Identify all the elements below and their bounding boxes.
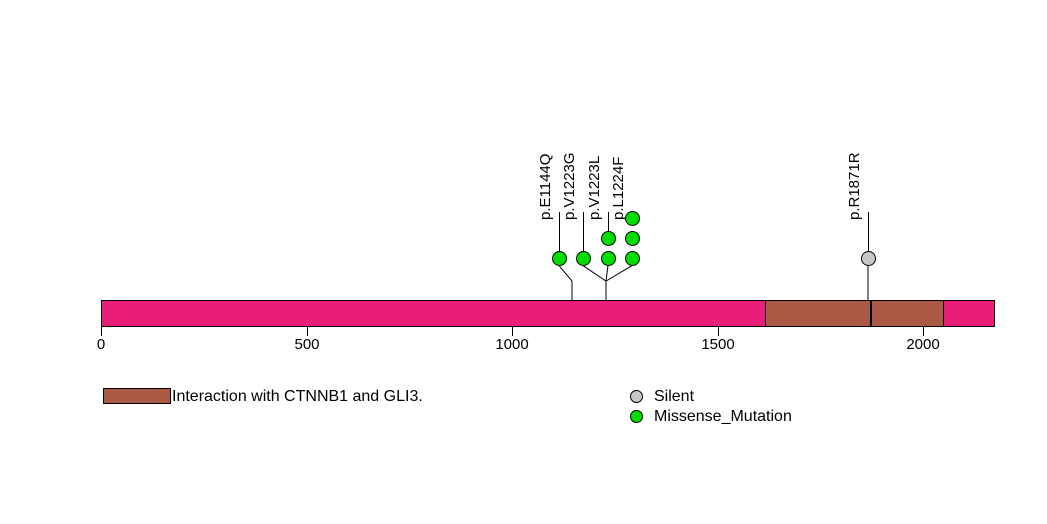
mutation-label: p.E1144Q (537, 153, 554, 220)
mutation-label: p.V1223G (561, 152, 578, 220)
mutation-marker[interactable] (624, 230, 640, 246)
mutation-marker[interactable] (575, 250, 591, 266)
lollipop-stem (608, 212, 609, 238)
legend-silent-label: Silent (654, 388, 695, 405)
axis-tick-label: 0 (96, 336, 106, 353)
mutation-marker[interactable] (600, 250, 616, 266)
lollipop-stem (583, 212, 584, 258)
legend-domain-label: Interaction with CTNNB1 and GLI3. (172, 388, 423, 405)
legend-missense-label: Missense_Mutation (654, 408, 792, 425)
mutation-marker[interactable] (860, 250, 876, 266)
mutation-marker[interactable] (624, 210, 640, 226)
lollipop-stem (559, 212, 560, 258)
protein-domain-segment (765, 300, 871, 327)
axis-tick-mark (923, 327, 924, 336)
legend-missense-dot (630, 410, 643, 423)
mutation-marker[interactable] (624, 250, 640, 266)
mutation-marker[interactable] (600, 230, 616, 246)
axis-tick-mark (718, 327, 719, 336)
axis-tick-mark (512, 327, 513, 336)
axis-tick-label: 500 (294, 336, 320, 353)
mutation-label: p.V1223L (586, 155, 603, 220)
legend-silent-dot (630, 390, 643, 403)
axis-tick-label: 1000 (495, 336, 529, 353)
axis-tick-label: 1500 (701, 336, 735, 353)
lollipop-stem (868, 212, 869, 258)
mutation-label: p.R1871R (846, 152, 863, 220)
axis-tick-mark (101, 327, 102, 336)
mutation-marker[interactable] (551, 250, 567, 266)
mutation-label: p.L1224F (610, 156, 627, 220)
protein-domain-segment (871, 300, 944, 327)
axis-tick-mark (307, 327, 308, 336)
legend-domain-swatch (103, 388, 171, 404)
axis-tick-label: 2000 (906, 336, 940, 353)
